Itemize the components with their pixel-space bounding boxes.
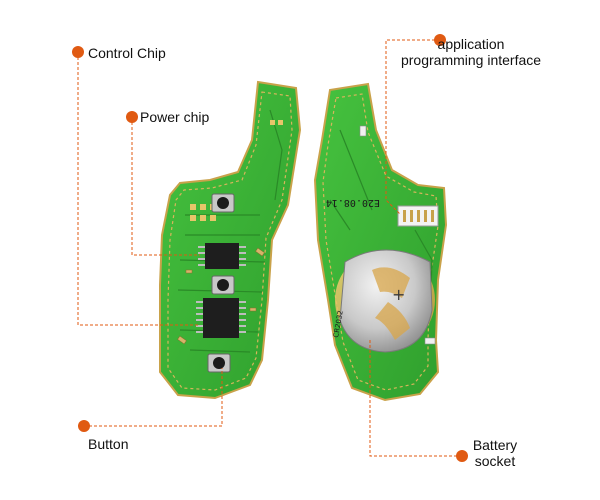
button-switch-1 [211, 193, 235, 213]
callout-dot-power-chip [126, 111, 138, 123]
label-api-line1: application [437, 36, 505, 52]
control-chip [196, 298, 246, 338]
callout-dot-control-chip [72, 46, 84, 58]
label-power-chip: Power chip [140, 109, 210, 125]
label-battery-socket: Battery socket [460, 437, 530, 469]
power-chip [198, 243, 246, 269]
leader-line-control-chip [77, 52, 200, 326]
label-api-line2: programming interface [400, 52, 542, 68]
callout-dot-battery-socket [456, 450, 468, 462]
label-button: Button [88, 436, 129, 452]
label-battery-line1: Battery [472, 437, 518, 453]
battery-plus-mark: + [392, 285, 405, 304]
label-control-chip: Control Chip [88, 45, 166, 61]
battery-socket [335, 249, 435, 353]
callout-dot-button [78, 420, 90, 432]
leader-line-api [385, 39, 440, 215]
leader-line-power-chip [131, 117, 200, 256]
programming-connector [397, 205, 439, 227]
leader-line-button [84, 368, 223, 427]
button-switch-2 [211, 275, 235, 295]
leader-line-battery-socket [369, 340, 462, 457]
callout-dot-api [434, 34, 446, 46]
label-api: application programming interface [386, 36, 556, 68]
button-switch-3 [207, 353, 231, 373]
right-pcb-board [313, 82, 448, 402]
left-pcb-board [159, 80, 302, 400]
board-serial-mark: E20.08.14 [326, 197, 380, 208]
label-battery-line2: socket [474, 453, 516, 469]
